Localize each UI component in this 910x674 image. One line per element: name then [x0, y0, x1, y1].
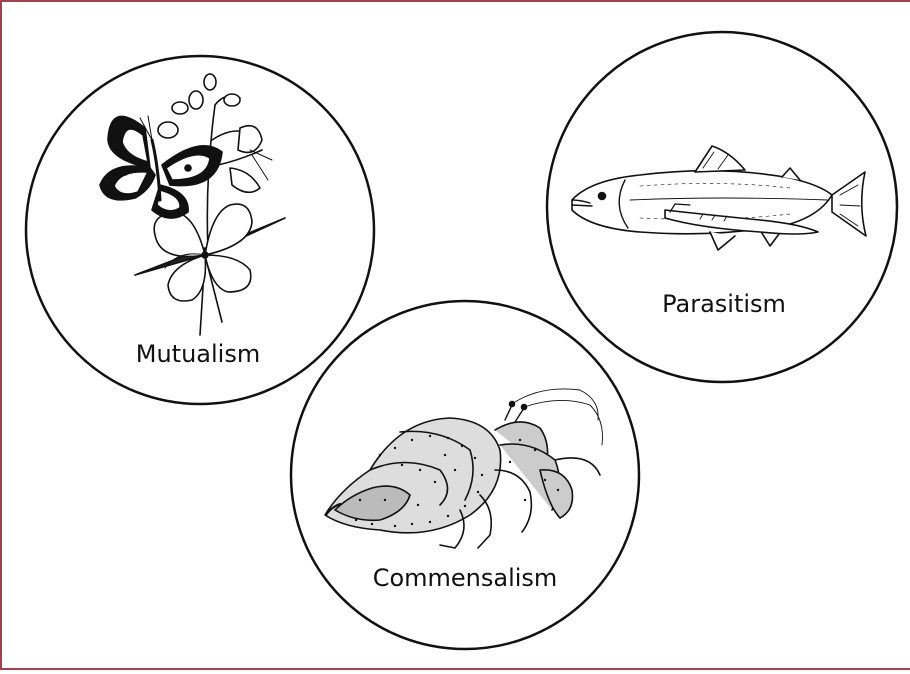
parasitism-label: Parasitism: [662, 290, 786, 318]
parasitism-panel: [547, 32, 897, 382]
commensalism-panel: [291, 301, 639, 649]
mutualism-label: Mutualism: [136, 340, 260, 368]
commensalism-label: Commensalism: [373, 564, 558, 592]
